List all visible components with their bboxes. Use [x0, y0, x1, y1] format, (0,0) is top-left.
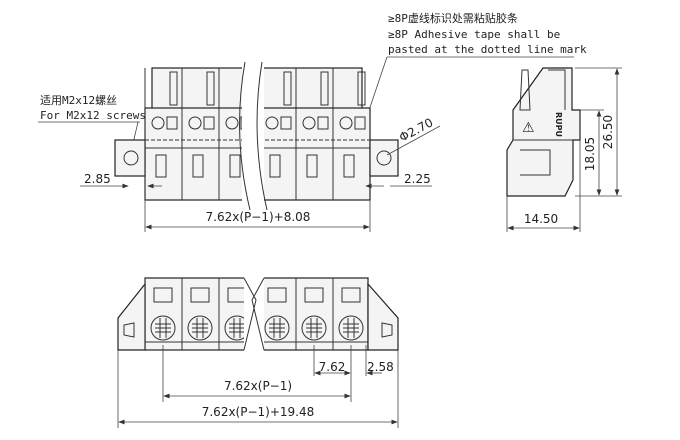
top-pin — [332, 68, 366, 200]
dim-hole-diameter: Φ2.70 — [397, 115, 436, 144]
side-view: ⚠ RUPU — [506, 67, 581, 197]
bottom-pin — [295, 278, 327, 350]
tape-note-en-1: ≥8P Adhesive tape shall be — [388, 28, 560, 41]
dim-total-height: 26.50 — [601, 115, 615, 149]
tape-note-en-2: pasted at the dotted line mark — [388, 43, 587, 56]
dim-depth: 14.50 — [524, 212, 558, 226]
dim-end-offset: 2.58 — [367, 360, 394, 374]
top-pin — [144, 68, 178, 200]
top-pin — [181, 68, 215, 200]
top-pin — [295, 68, 329, 200]
bottom-pin — [332, 278, 364, 350]
dim-pitch: 7.62 — [319, 360, 346, 374]
bottom-pin — [181, 278, 213, 350]
warning-triangle-icon: ⚠ — [522, 120, 535, 136]
screw-note-en: For M2x12 screws — [40, 109, 146, 122]
dim-total-length: 7.62x(P−1)+19.48 — [202, 405, 315, 419]
dim-right-offset: 2.25 — [404, 172, 431, 186]
dim-top-width: 7.62x(P−1)+8.08 — [206, 210, 311, 224]
bottom-pin — [144, 278, 176, 350]
dim-pitch-span: 7.62x(P−1) — [224, 379, 292, 393]
screw-note-cn: 适用M2x12螺丝 — [40, 94, 117, 107]
dim-body-height: 18.05 — [583, 137, 597, 171]
tape-note-cn: ≥8P虚线标识处需粘贴胶条 — [388, 11, 518, 25]
bottom-view — [117, 270, 399, 360]
top-view — [114, 60, 399, 211]
dim-left-offset: 2.85 — [84, 172, 111, 186]
side-logo: RUPU — [554, 112, 563, 137]
